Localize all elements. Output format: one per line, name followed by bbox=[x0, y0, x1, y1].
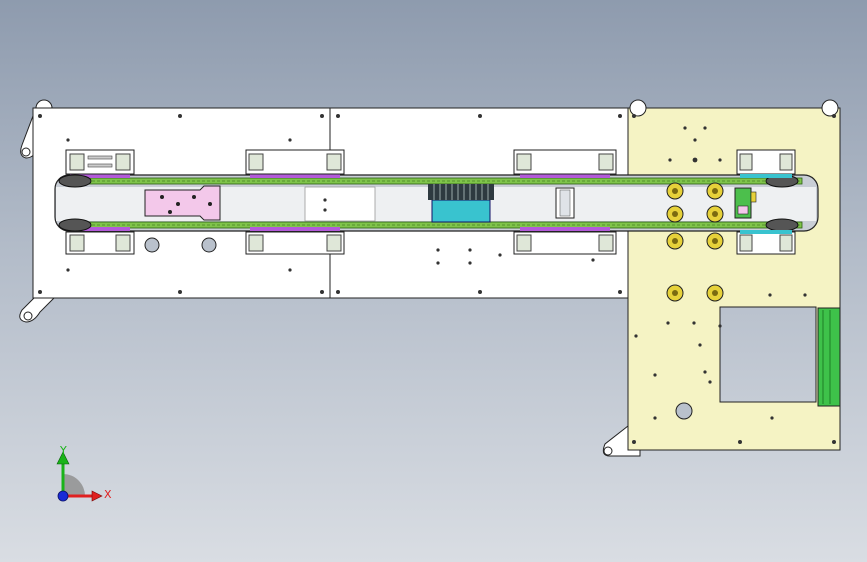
chain-segment bbox=[70, 174, 130, 178]
fastener-holes bbox=[38, 114, 836, 444]
large-hole bbox=[675, 402, 693, 420]
lug-hole bbox=[21, 147, 31, 157]
x-axis-arrow bbox=[91, 490, 103, 502]
side-green-rail[interactable] bbox=[817, 307, 841, 407]
bracket-top-4[interactable] bbox=[736, 149, 796, 175]
chain-segment bbox=[70, 227, 130, 231]
triad-origin bbox=[57, 490, 69, 502]
bracket-top-1[interactable] bbox=[65, 149, 135, 175]
lug-hole bbox=[23, 311, 33, 321]
lug-hole bbox=[629, 99, 647, 117]
chain-segment bbox=[250, 174, 340, 178]
left-upper-roller bbox=[58, 174, 92, 188]
large-hole bbox=[144, 237, 160, 253]
coordinate-triad[interactable]: Y X bbox=[40, 440, 120, 510]
slot-window bbox=[304, 186, 376, 222]
yellow-plate[interactable] bbox=[627, 107, 841, 451]
chain-segment bbox=[520, 174, 610, 178]
pink-block[interactable] bbox=[144, 185, 221, 221]
cyan-strip bbox=[740, 174, 792, 178]
bracket-bottom-2[interactable] bbox=[245, 231, 345, 255]
y-axis-label: Y bbox=[59, 444, 67, 457]
cyan-strip bbox=[740, 230, 792, 234]
bracket-bottom-4[interactable] bbox=[736, 231, 796, 255]
pulley-teeth bbox=[428, 184, 494, 200]
chain-segment bbox=[520, 227, 610, 231]
bracket-top-3[interactable] bbox=[513, 149, 617, 175]
chain-segment bbox=[250, 227, 340, 231]
bracket-bottom-1[interactable] bbox=[65, 231, 135, 255]
x-axis-label: X bbox=[104, 488, 112, 501]
yellow-plate-lug bbox=[602, 424, 641, 457]
lug-hole bbox=[821, 99, 839, 117]
y-axis-arrow bbox=[56, 451, 70, 465]
triad-sector bbox=[63, 474, 85, 496]
lug-hole bbox=[603, 446, 613, 456]
large-hole bbox=[201, 237, 217, 253]
right-lower-roller bbox=[765, 218, 799, 232]
cyan-pulley[interactable] bbox=[431, 199, 491, 223]
bracket-top-2[interactable] bbox=[245, 149, 345, 175]
left-lower-roller bbox=[58, 218, 92, 232]
bracket-bottom-3[interactable] bbox=[513, 231, 617, 255]
